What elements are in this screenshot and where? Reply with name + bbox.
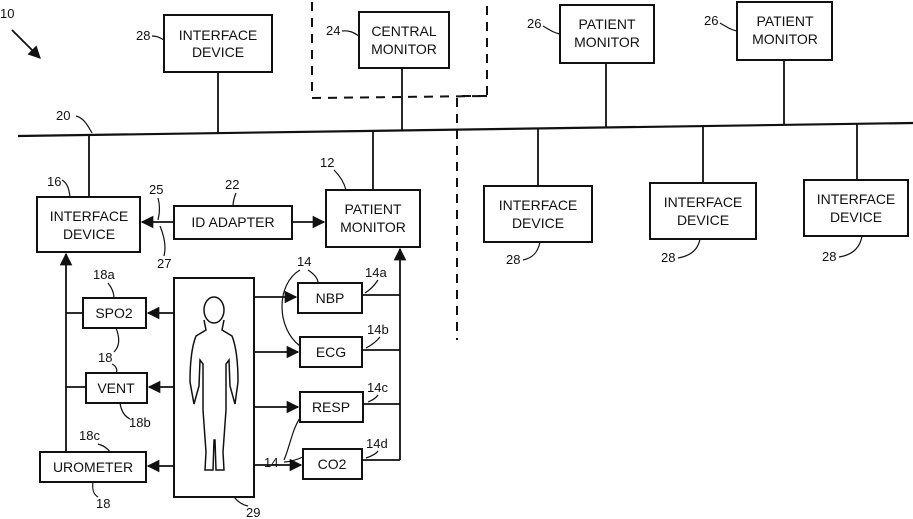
pm-main-label-1: PATIENT [344,201,401,217]
central-monitor-ref: 24 [326,23,340,38]
iface-left-label-2: DEVICE [63,226,115,242]
iface-top-block: INTERFACE DEVICE [164,15,272,72]
nbp-label: NBP [316,290,345,306]
vent-ref: 18b [129,415,151,430]
resp-ref: 14c [367,380,388,395]
vent-label: VENT [97,380,135,396]
nbp-block: NBP [298,283,362,313]
resp-label: RESP [312,399,350,415]
pm-top-1-ref-leader [543,26,560,34]
patient-ref: 29 [246,505,260,519]
pm-main-ref-leader [334,170,346,190]
sensor-group-top-leader-nbp [308,270,318,283]
iface-r1-label-1: INTERFACE [499,197,578,213]
pm-top-1-label-2: MONITOR [574,34,640,50]
pm-top-2-label-1: PATIENT [756,13,813,29]
central-monitor-ref-leader [342,31,359,36]
device-group-mid-ref: 18 [98,350,112,365]
sensor-group-bottom-ref: 14 [264,455,278,470]
adapter-in-ref-leader [158,198,160,220]
sensor-group-bottom-leader-co2 [284,457,303,462]
iface-r2-label-2: DEVICE [677,212,729,228]
pm-top-1-label-1: PATIENT [578,16,635,32]
central-monitor-block: CENTRAL MONITOR [359,12,449,68]
sensor-group-bottom-leader-resp [284,418,300,460]
nbp-ref-leader [365,280,378,293]
pm-top-2-ref: 26 [704,13,718,28]
co2-ref-leader [366,451,378,458]
resp-block: RESP [300,392,363,422]
adapter-out-ref-leader [160,226,165,256]
iface-r3-ref: 28 [822,249,836,264]
pm-top-2-label-2: MONITOR [752,31,818,47]
ecg-ref-leader [366,337,380,348]
urometer-top-ref: 18c [79,428,100,443]
adapter-out-ref: 27 [157,256,171,271]
figure-ref-label: 10 [0,6,14,21]
iface-left-block: INTERFACE DEVICE [37,197,140,252]
iface-r1-label-2: DEVICE [512,215,564,231]
id-adapter-block: ID ADAPTER [174,206,292,239]
device-group-mid-ref-leader-up [114,328,119,352]
urometer-top-ref-leader [98,444,110,452]
pm-main-ref: 12 [320,155,334,170]
pm-top-1-ref: 26 [527,16,541,31]
bus-ref-leader [76,116,92,133]
bus-ref-label: 20 [56,108,70,123]
iface-top-ref: 28 [136,28,150,43]
urometer-block: UROMETER [40,452,146,482]
ecg-ref: 14b [367,322,389,337]
iface-r2-ref-leader [678,239,700,258]
resp-ref-leader [368,395,378,402]
iface-r1-ref-leader [523,242,540,260]
id-adapter-ref-leader [233,193,236,206]
figure-ref-arrow [12,30,40,58]
iface-r3-ref-leader [839,236,862,257]
spo2-ref: 18a [93,267,115,282]
id-adapter-label: ID ADAPTER [191,214,274,230]
iface-r3-block: INTERFACE DEVICE [804,180,908,236]
iface-r3-label-2: DEVICE [830,209,882,225]
urometer-ref: 18 [96,496,110,511]
patient-block [174,278,254,497]
iface-left-label-1: INTERFACE [50,208,129,224]
iface-r3-label-1: INTERFACE [817,191,896,207]
spo2-ref-leader [108,283,114,298]
spo2-label: SPO2 [95,305,133,321]
nbp-ref: 14a [365,265,387,280]
spo2-block: SPO2 [83,298,146,328]
iface-top-label-1: INTERFACE [179,27,258,43]
iface-left-ref-leader [62,180,70,197]
pm-main-label-2: MONITOR [340,219,406,235]
id-adapter-ref: 22 [225,177,239,192]
iface-r1-block: INTERFACE DEVICE [484,186,592,242]
iface-top-ref-leader [152,36,164,40]
central-monitor-label-2: MONITOR [371,41,437,57]
ecg-block: ECG [300,337,362,367]
central-monitor-label-1: CENTRAL [371,23,437,39]
iface-r1-ref: 28 [506,252,520,267]
pm-top-2-ref-leader [720,23,737,31]
urometer-ref-leader [93,482,98,497]
device-group-mid-ref-leader-down [112,364,117,373]
pm-top-2-block: PATIENT MONITOR [737,2,832,60]
adapter-in-ref: 25 [149,182,163,197]
co2-label: CO2 [318,456,347,472]
iface-r2-label-1: INTERFACE [664,194,743,210]
co2-block: CO2 [303,449,362,479]
sensor-group-top-ref: 14 [297,254,311,269]
urometer-label: UROMETER [53,459,133,475]
iface-r2-ref: 28 [661,250,675,265]
iface-left-ref: 16 [47,174,61,189]
iface-top-label-2: DEVICE [192,44,244,60]
iface-r2-block: INTERFACE DEVICE [650,183,756,239]
pm-main-block: PATIENT MONITOR [326,190,420,247]
ecg-label: ECG [316,344,346,360]
network-bus-line [18,123,913,136]
vent-block: VENT [86,373,147,403]
co2-ref: 14d [366,436,388,451]
pm-top-1-block: PATIENT MONITOR [560,5,654,63]
network-segment-divider [457,96,487,340]
